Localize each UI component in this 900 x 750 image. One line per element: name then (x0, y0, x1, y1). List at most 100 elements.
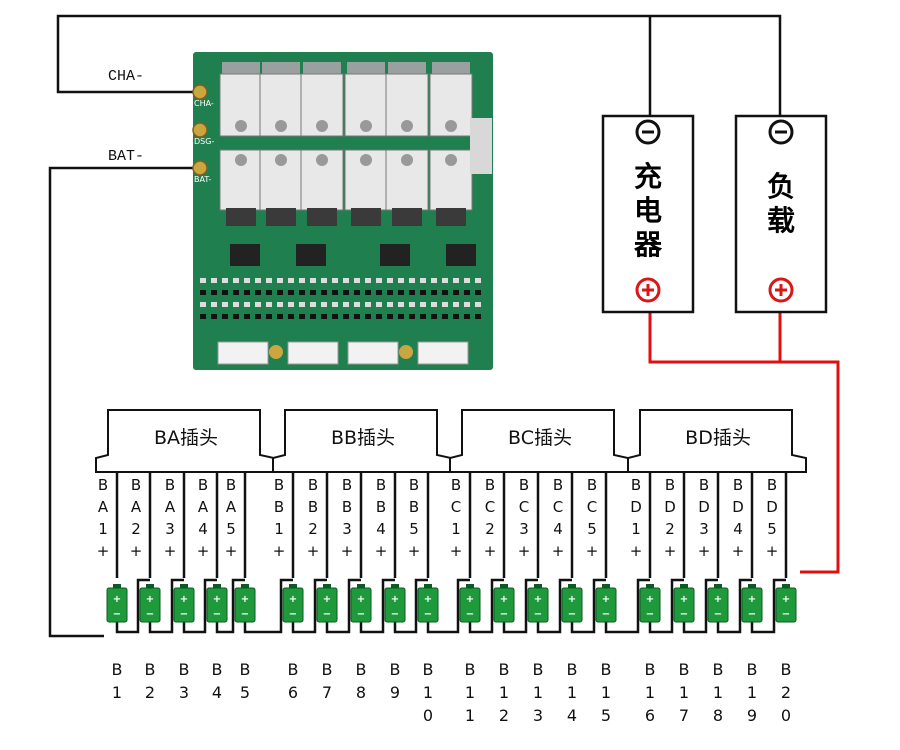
cell-label-char: B (212, 660, 223, 679)
pin-label-char: 4 (733, 520, 743, 538)
cell-link-10 (426, 578, 470, 634)
cell-link-17 (682, 578, 718, 634)
cell-label-char: 7 (679, 706, 689, 725)
smd (299, 290, 305, 295)
pin-label-char: + (630, 542, 643, 560)
pin-label-char: 4 (198, 520, 208, 538)
smd (332, 290, 338, 295)
cell-label-char: 3 (179, 683, 189, 702)
smd (431, 278, 437, 283)
svg-text:+: + (534, 594, 542, 605)
smd (266, 278, 272, 283)
smd (398, 302, 404, 307)
pin-label-char: + (698, 542, 711, 560)
smd (365, 314, 371, 319)
cell-label-char: 8 (713, 706, 723, 725)
pin-label-char: 5 (226, 520, 236, 538)
pin-label-char: B (131, 476, 141, 494)
bal-connector-2 (287, 341, 339, 365)
battery-cell-icon: +− (206, 584, 228, 623)
smd (255, 290, 261, 295)
mosfet-hole-6 (445, 120, 457, 132)
smd (398, 290, 404, 295)
pin-label-char: B (308, 476, 318, 494)
mosfet-hole-3 (316, 120, 328, 132)
cell-label-char: 1 (499, 683, 509, 702)
mosfet-leads-1 (226, 208, 256, 226)
pin-label-char: 2 (485, 520, 495, 538)
ic-1 (230, 244, 260, 266)
cell-link-12 (502, 578, 538, 634)
cell-label-char: 1 (465, 706, 475, 725)
smd (442, 314, 448, 319)
pin-label-char: D (630, 498, 642, 516)
pin-label-char: B (226, 476, 236, 494)
svg-text:−: − (680, 609, 688, 620)
pin-label-char: D (698, 498, 710, 516)
smd (277, 290, 283, 295)
battery-cell-icon: +− (673, 584, 695, 623)
pin-label-char: B (274, 498, 284, 516)
pin-label-char: C (451, 498, 461, 516)
mosfet-tab-top-3 (303, 62, 341, 76)
battery-cell-icon: +− (459, 584, 481, 623)
smd (376, 290, 382, 295)
mosfet-hole-b-3 (316, 154, 328, 166)
pin-label-char: + (97, 542, 110, 560)
smd (233, 314, 239, 319)
pin-label-char: A (131, 498, 142, 516)
mosfet-hole-b-4 (360, 154, 372, 166)
smd (266, 314, 272, 319)
smd (321, 302, 327, 307)
pin-label-char: A (226, 498, 237, 516)
smd (211, 302, 217, 307)
smd (244, 314, 250, 319)
svg-text:−: − (466, 609, 474, 620)
pin-label-char: + (164, 542, 177, 560)
cell-link-15 (604, 578, 650, 634)
pin-label-char: D (732, 498, 744, 516)
smd (244, 278, 250, 283)
smd (431, 302, 437, 307)
pin-label-char: 3 (699, 520, 709, 538)
svg-text:−: − (748, 609, 756, 620)
svg-text:−: − (646, 609, 654, 620)
battery-cell-icon: +− (234, 584, 256, 623)
smd (266, 290, 272, 295)
smd (442, 290, 448, 295)
cell-label-char: 5 (601, 706, 611, 725)
smd (442, 302, 448, 307)
pin-label-char: C (587, 498, 597, 516)
battery-cell-icon: +− (527, 584, 549, 623)
smd (376, 278, 382, 283)
smd (299, 302, 305, 307)
smd (376, 302, 382, 307)
smd (266, 302, 272, 307)
pin-label-char: + (484, 542, 497, 560)
mosfet-leads-2 (266, 208, 296, 226)
smd (222, 290, 228, 295)
smd (222, 302, 228, 307)
pin-label-char: A (165, 498, 176, 516)
pin-label-char: D (766, 498, 778, 516)
pin-label-char: 2 (308, 520, 318, 538)
smd (200, 278, 206, 283)
positive-terminal-icon (768, 277, 794, 303)
bal-connector-4 (417, 341, 469, 365)
smd (233, 290, 239, 295)
cell-link-8 (359, 578, 395, 634)
cell-label-char: 9 (747, 706, 757, 725)
smd (420, 314, 426, 319)
smd (387, 314, 393, 319)
pad-label-3: BAT- (194, 175, 211, 184)
cell-link-13 (536, 578, 572, 634)
plug-title-4: BD插头 (685, 427, 751, 449)
mosfet-leads-4 (351, 208, 381, 226)
mount-hole-1 (269, 345, 283, 359)
cell-label-char: 4 (212, 683, 222, 702)
cell-label-char: B (713, 660, 724, 679)
cell-label-char: B (288, 660, 299, 679)
smd (431, 314, 437, 319)
cell-label-char: B (112, 660, 123, 679)
plug-title-2: BB插头 (331, 427, 395, 449)
